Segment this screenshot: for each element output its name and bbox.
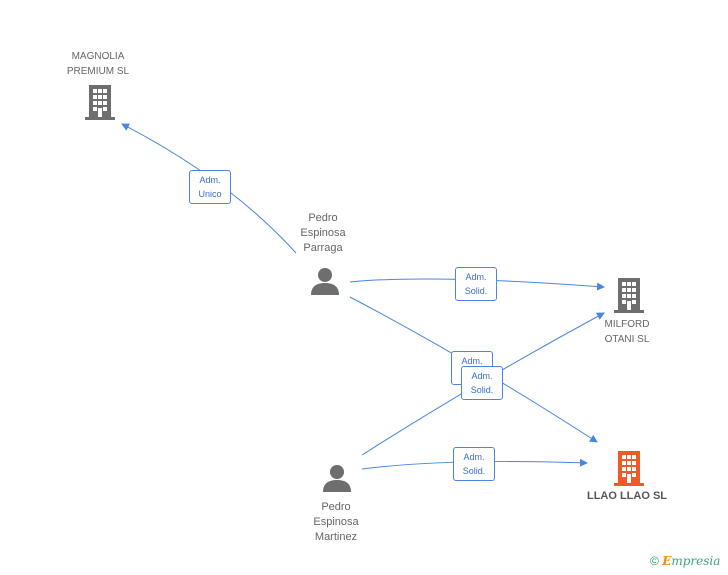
company-milford-label[interactable]: MILFORD OTANI SL [577, 317, 677, 347]
edge-label-line: Solid. [464, 286, 488, 296]
empresia-watermark: © Empresia [650, 554, 720, 568]
edge-label-adm-solid[interactable]: Adm. Solid. [455, 267, 497, 301]
edge-label-line: Adm. [463, 452, 485, 462]
person-icon[interactable] [310, 266, 340, 301]
company-magnolia-label[interactable]: MAGNOLIA PREMIUM SL [48, 49, 148, 79]
person-name-line: Parraga [303, 242, 343, 254]
copyright-icon: © [650, 554, 659, 568]
edge-label-line: Adm. [461, 356, 483, 366]
building-icon[interactable] [613, 277, 645, 318]
edge-parraga-milford [349, 278, 605, 291]
person-name-line: Espinosa [300, 227, 346, 239]
person-name-line: Espinosa [313, 516, 359, 528]
edge-label-line: Unico [198, 189, 222, 199]
person-martinez-label[interactable]: Pedro Espinosa Martinez [296, 500, 376, 545]
edge-label-adm-solid[interactable]: Adm. Solid. [453, 447, 495, 481]
brand-logo: Empresia [662, 554, 720, 568]
edge-label-adm-solid[interactable]: Adm. Solid. [461, 366, 503, 400]
company-name-line: MAGNOLIA [71, 51, 125, 62]
brand-initial: E [662, 554, 672, 568]
company-name-line: OTANI SL [604, 334, 650, 345]
building-icon[interactable] [84, 84, 116, 125]
person-name-line: Pedro [308, 212, 338, 224]
edge-label-line: Adm. [199, 175, 221, 185]
brand-text: mpresia [671, 554, 721, 568]
person-name-line: Martinez [314, 531, 358, 543]
building-icon[interactable] [613, 450, 645, 491]
edge-label-line: Solid. [470, 385, 494, 395]
person-parraga-label[interactable]: Pedro Espinosa Parraga [283, 211, 363, 256]
person-icon[interactable] [322, 463, 352, 498]
edge-label-line: Adm. [471, 371, 493, 381]
company-name-line: MILFORD [604, 319, 650, 330]
person-name-line: Pedro [321, 501, 351, 513]
edge-label-line: Adm. [465, 272, 487, 282]
company-name-line: PREMIUM SL [66, 66, 130, 77]
edge-label-line: Solid. [462, 466, 486, 476]
edge-label-adm-unico[interactable]: Adm. Unico [189, 170, 231, 204]
company-llao-label[interactable]: LLAO LLAO SL [586, 490, 668, 502]
